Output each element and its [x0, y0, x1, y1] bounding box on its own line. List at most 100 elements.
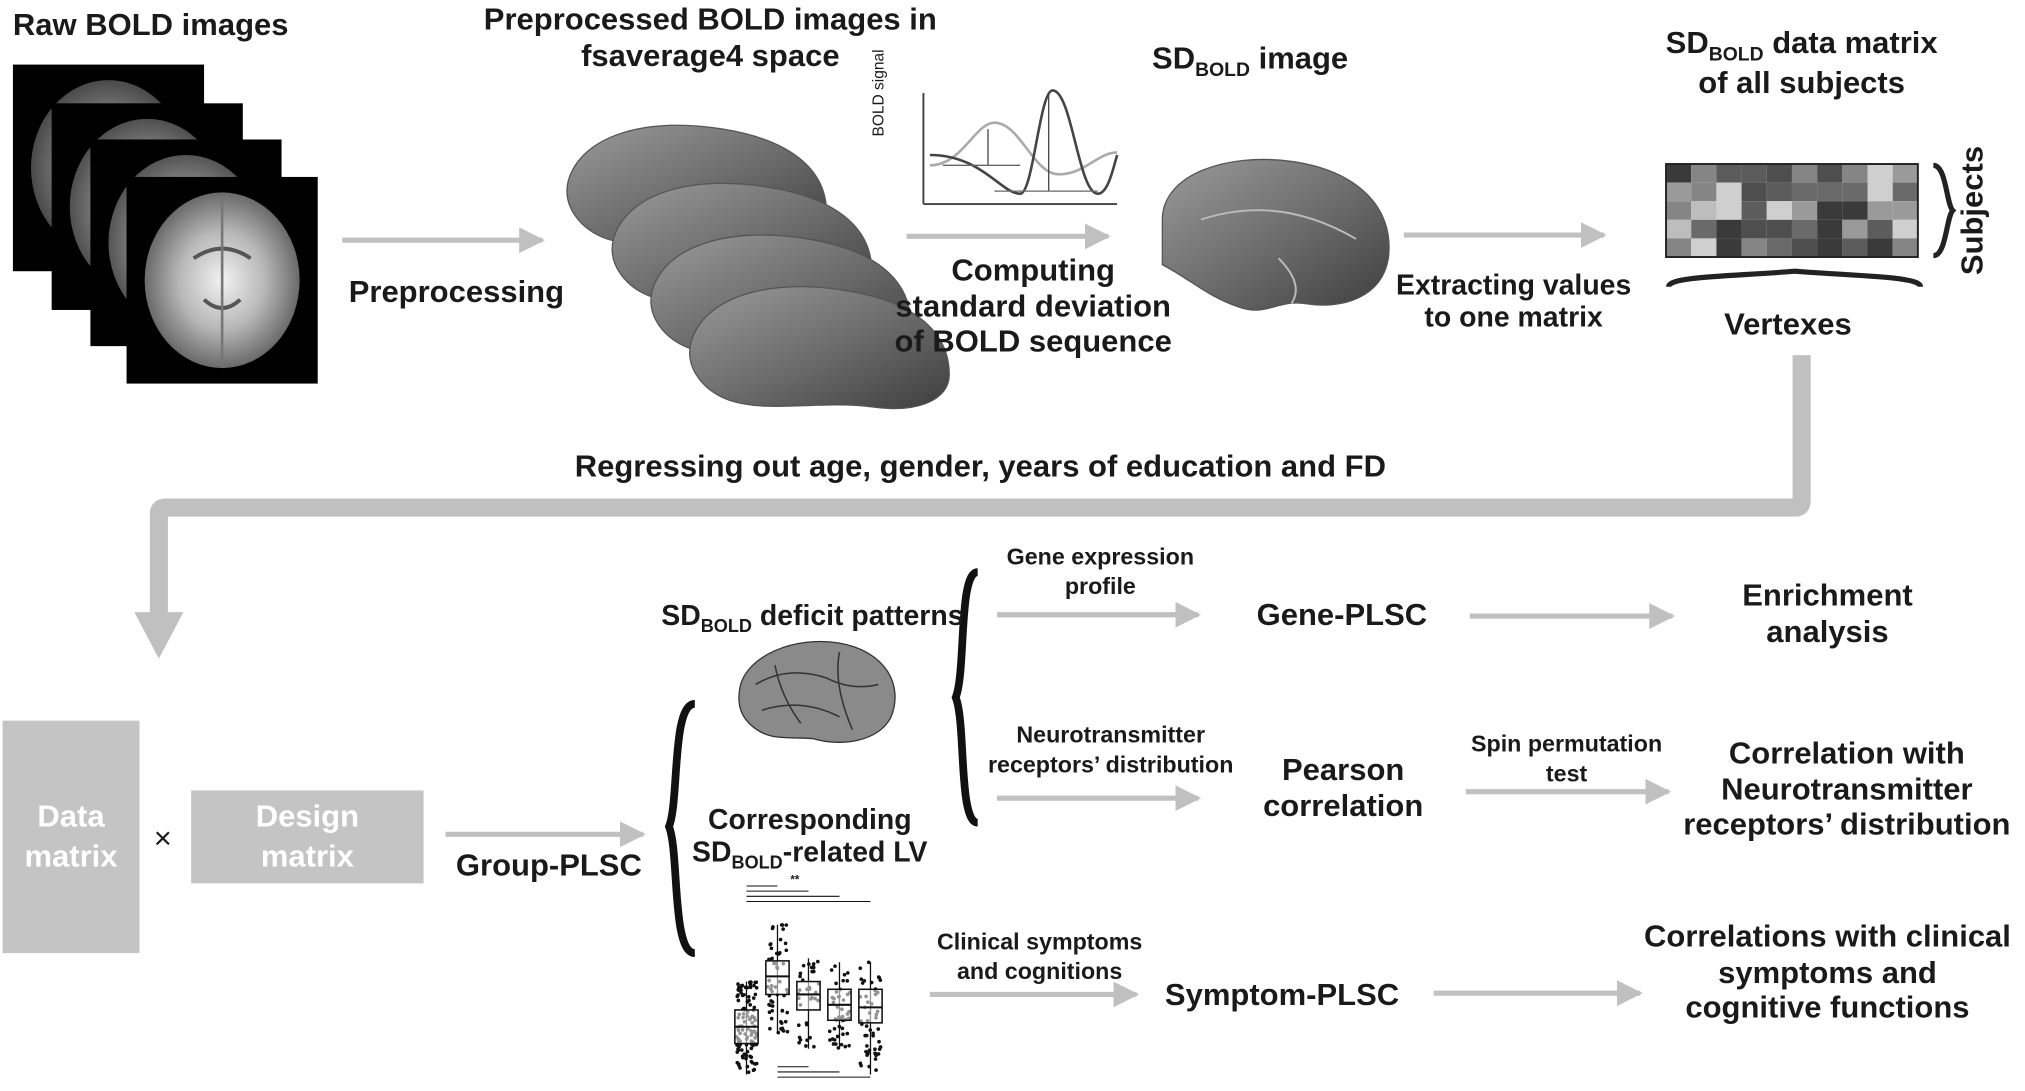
- boxplot-point: [841, 1032, 845, 1037]
- boxplot-point: [748, 983, 753, 987]
- lv-boxplots: [734, 885, 883, 1078]
- boxplot-point: [812, 1044, 816, 1049]
- matrix-cell: [1716, 201, 1742, 220]
- boxplot-point: [808, 1035, 812, 1040]
- boxplot-point: [780, 923, 785, 927]
- matrix-cell: [1867, 182, 1893, 202]
- boxplot-point: [835, 1034, 840, 1039]
- boxplot-point: [735, 1060, 740, 1065]
- boxplot-point: [801, 963, 806, 968]
- boxplot-point: [735, 994, 740, 999]
- boxplot-point: [811, 962, 816, 966]
- boxplot-point: [754, 985, 759, 990]
- boxplot-point: [780, 1009, 785, 1013]
- boxplot-point: [811, 965, 816, 969]
- boxplot-point: [798, 974, 802, 979]
- boxplot-point: [740, 1048, 744, 1052]
- boxplot-point: [832, 1026, 837, 1031]
- matrix-cell: [1817, 182, 1843, 202]
- boxplot-point: [769, 1016, 774, 1021]
- matrix-cell: [1892, 219, 1918, 239]
- matrix-cell: [1892, 164, 1918, 183]
- boxplot-point: [768, 942, 772, 947]
- matrix-cell: [1791, 238, 1818, 258]
- boxplot-point: [785, 1029, 790, 1034]
- boxplot-point: [804, 1044, 808, 1048]
- matrix-cell: [1741, 164, 1767, 183]
- matrix-cell: [1766, 182, 1792, 202]
- matrix-title-line2: of all subjects: [1698, 65, 1905, 101]
- boxplot-point: [768, 1026, 772, 1031]
- deficit-brace: [951, 568, 980, 827]
- boxplot-point: [864, 1024, 869, 1028]
- boxplot-point: [767, 1010, 772, 1015]
- boxplot-point: [866, 1051, 870, 1056]
- boxplot-point: [778, 937, 783, 942]
- matrix-cell: [1691, 164, 1717, 183]
- boxplot-point: [770, 1008, 775, 1013]
- boxplot-point: [752, 983, 756, 988]
- boxplot-point: [736, 998, 741, 1003]
- matrix-cell: [1666, 219, 1692, 239]
- matrix-cell: [1741, 238, 1767, 258]
- matrix-cell: [1791, 164, 1818, 183]
- raw-bold-image-stack: [12, 64, 318, 384]
- boxplot-point: [742, 992, 746, 997]
- boxplot-point: [751, 1068, 756, 1073]
- subjects-brace: [1932, 162, 1957, 259]
- matrix-cell: [1867, 238, 1893, 258]
- matrix-cell: [1892, 182, 1918, 202]
- matrix-cell: [1842, 164, 1868, 183]
- group-plsc-brace: [664, 699, 697, 958]
- boxplot-point: [832, 1038, 837, 1042]
- boxplot-point: [858, 966, 863, 971]
- matrix-cell: [1666, 164, 1692, 183]
- boxplot-point: [874, 1053, 878, 1058]
- matrix-cell: [1791, 219, 1818, 239]
- boxplot-point: [862, 978, 867, 983]
- boxplot-point: [779, 1021, 784, 1025]
- matrix-cell: [1892, 201, 1918, 220]
- matrix-cell: [1817, 219, 1843, 239]
- boxplot-point: [769, 946, 774, 951]
- matrix-cell: [1691, 182, 1717, 202]
- boxplot-point: [833, 964, 837, 968]
- boxplot-point: [877, 1047, 882, 1051]
- sd-image-title: SDBOLD image: [1152, 41, 1349, 82]
- boxplot-point: [752, 1005, 757, 1010]
- boxplot-point: [878, 978, 883, 982]
- sd-data-matrix: [1665, 163, 1919, 258]
- boxplot-point: [770, 1004, 775, 1008]
- matrix-cell: [1691, 201, 1717, 220]
- boxplot-point: [781, 927, 785, 931]
- boxplot-point: [828, 1038, 832, 1042]
- matrix-cell: [1842, 201, 1868, 220]
- matrix-cell: [1741, 182, 1767, 202]
- preprocessed-title-line2: fsaverage4 space: [581, 38, 840, 74]
- preprocessed-brain-stack: [566, 124, 950, 410]
- matrix-cell: [1817, 238, 1843, 258]
- matrix-cell: [1741, 201, 1767, 220]
- matrix-cell: [1766, 201, 1792, 220]
- matrix-cell: [1716, 219, 1742, 239]
- boxplot-point: [735, 1050, 740, 1054]
- deficit-brain: [738, 640, 896, 743]
- matrix-cell: [1842, 182, 1868, 202]
- boxplot-point: [804, 1022, 809, 1027]
- boxplot-point: [785, 1010, 790, 1015]
- boxplot-point: [846, 971, 850, 975]
- boxplot-point: [874, 1068, 878, 1072]
- group-plsc-label: Group-PLSC: [455, 848, 642, 884]
- matrix-cell: [1867, 201, 1893, 220]
- regression-arrowhead: [134, 612, 184, 659]
- deficit-patterns-label: SDBOLD deficit patterns: [661, 599, 964, 636]
- matrix-cell: [1741, 219, 1767, 239]
- boxplot-point: [859, 1063, 863, 1068]
- boxplot-point: [749, 1059, 754, 1064]
